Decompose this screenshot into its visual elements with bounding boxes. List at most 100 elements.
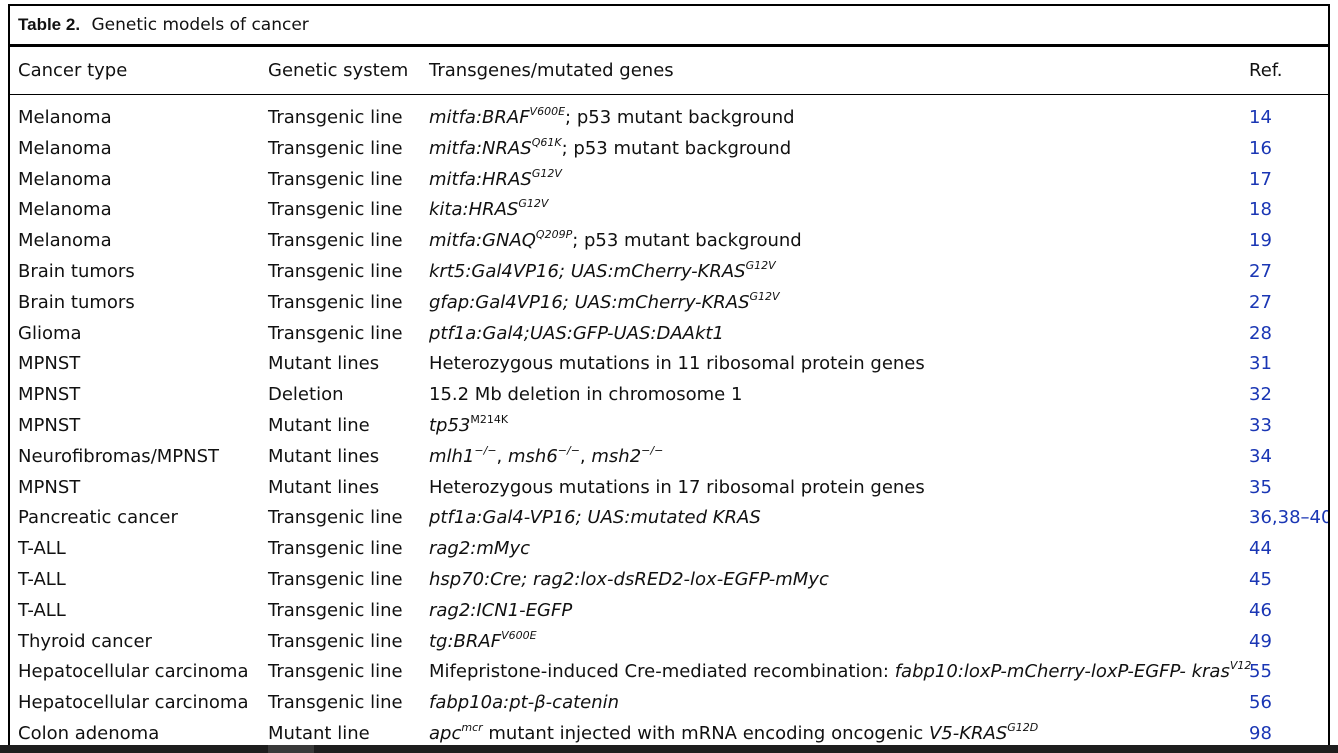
gene-text: rag2:mMyc [429,538,530,560]
cell-transgenes: fabp10a:pt-β-catenin [429,688,619,719]
cell-ref-link[interactable]: 45 [1249,568,1272,590]
cell-genetic-system: Transgenic line [268,630,403,652]
cell-transgenes: ptf1a:Gal4;UAS:GFP-UAS:DAAkt1 [429,319,724,350]
col-header-transgenes: Transgenes/mutated genes [429,60,674,81]
cell-ref-link[interactable]: 16 [1249,137,1272,159]
cell-ref-link[interactable]: 28 [1249,322,1272,344]
cell-genetic-system: Transgenic line [268,199,403,221]
cell-ref-link[interactable]: 36,38–40 [1249,507,1330,529]
cell-ref-link[interactable]: 18 [1249,199,1272,221]
cell-genetic-system: Transgenic line [268,137,403,159]
cell-transgenes: mitfa:HRASG12V [429,165,562,196]
gene-text: ptf1a:Gal4;UAS:GFP-UAS:DAAkt1 [429,322,724,344]
cell-transgenes: krt5:Gal4VP16; UAS:mCherry-KRASG12V [429,257,776,288]
gene-text: ptf1a:Gal4-VP16; UAS:mutated KRAS [429,507,761,529]
cell-ref-link[interactable]: 19 [1249,230,1272,252]
cell-ref-link[interactable]: 35 [1249,476,1272,498]
col-header-cancer-type: Cancer type [18,60,128,81]
cell-ref-link[interactable]: 32 [1249,384,1272,406]
cell-transgenes: mitfa:NRASQ61K; p53 mutant background [429,134,791,165]
cell-transgenes: ptf1a:Gal4-VP16; UAS:mutated KRAS [429,503,761,534]
bottom-scrollbar[interactable] [0,745,1338,753]
gene-text: Heterozygous mutations in 17 ribosomal p… [429,476,925,498]
gene-text: tp53 [429,414,471,436]
gene-text: tg:BRAF [429,630,502,652]
cell-cancer-type: Hepatocellular carcinoma [18,692,249,714]
gene-superscript: V600E [529,105,566,118]
gene-text: Mifepristone-induced Cre-mediated recomb… [429,661,895,683]
gene-superscript: G12V [745,258,776,272]
cell-transgenes: mitfa:BRAFV600E; p53 mutant background [429,103,795,134]
table-caption: Genetic models of cancer [91,15,309,35]
cell-ref-link[interactable]: 56 [1249,692,1272,714]
gene-text: mutant injected with mRNA encoding oncog… [482,722,929,744]
cell-cancer-type: Melanoma [18,137,112,159]
cell-cancer-type: Thyroid cancer [18,630,152,652]
cell-ref-link[interactable]: 34 [1249,445,1272,467]
cell-cancer-type: Colon adenoma [18,722,160,744]
col-header-ref: Ref. [1249,60,1283,81]
cell-cancer-type: Melanoma [18,199,112,221]
cell-cancer-type: T-ALL [18,538,66,560]
cell-transgenes: tp53M214K [429,411,508,442]
gene-text: rag2:ICN1-EGFP [429,599,573,621]
cell-genetic-system: Mutant lines [268,353,380,375]
cell-transgenes: 15.2 Mb deletion in chromosome 1 [429,380,742,411]
cell-transgenes: gfap:Gal4VP16; UAS:mCherry-KRASG12V [429,288,780,319]
cell-transgenes: Heterozygous mutations in 11 ribosomal p… [429,349,925,380]
gene-text: ; p53 mutant background [561,137,792,159]
cell-genetic-system: Transgenic line [268,661,403,683]
cell-cancer-type: Melanoma [18,168,112,190]
gene-text: gfap:Gal4VP16; UAS:mCherry-KRAS [429,291,750,313]
cell-transgenes: rag2:ICN1-EGFP [429,596,572,627]
cell-ref-link[interactable]: 14 [1249,107,1272,128]
gene-superscript: Q209P [535,228,573,242]
gene-superscript: Q61K [531,135,562,149]
gene-superscript: G12V [531,166,562,180]
cell-genetic-system: Mutant lines [268,476,380,498]
scrollbar-thumb[interactable] [268,745,314,753]
cell-ref-link[interactable]: 33 [1249,414,1272,436]
cell-cancer-type: MPNST [18,384,81,406]
table-row: Melanoma Transgenic line mitfa:NRASQ61K; p… [10,134,1328,165]
cell-cancer-type: MPNST [18,414,81,436]
gene-text: , [496,445,508,467]
col-header-genetic-system: Genetic system [268,60,409,81]
gene-text: ; p53 mutant background [565,107,795,128]
gene-superscript: −/− [557,443,580,457]
cell-ref-link[interactable]: 55 [1249,661,1272,683]
cell-ref-link[interactable]: 27 [1249,260,1272,282]
cell-genetic-system: Mutant lines [268,445,380,467]
cell-cancer-type: Brain tumors [18,291,135,313]
cell-transgenes: Mifepristone-induced Cre-mediated recomb… [429,657,1251,688]
cell-transgenes: mitfa:GNAQQ209P; p53 mutant background [429,226,802,257]
cell-ref-link[interactable]: 98 [1249,722,1272,744]
gene-text: ; p53 mutant background [572,230,802,252]
cell-ref-link[interactable]: 17 [1249,168,1272,190]
cell-ref-link[interactable]: 44 [1249,538,1272,560]
cell-cancer-type: Melanoma [18,230,112,252]
cell-genetic-system: Transgenic line [268,260,403,282]
cell-ref-link[interactable]: 31 [1249,353,1272,375]
cell-genetic-system: Transgenic line [268,168,403,190]
cell-genetic-system: Mutant line [268,722,370,744]
gene-text: krt5:Gal4VP16; UAS:mCherry-KRAS [429,260,746,282]
cell-genetic-system: Deletion [268,384,344,406]
cell-cancer-type: Glioma [18,322,82,344]
gene-text: msh6 [508,445,558,467]
gene-superscript: V600E [501,628,537,642]
cell-ref-link[interactable]: 49 [1249,630,1272,652]
table-row: Thyroid cancer Transgenic line tg:BRAFV600… [10,627,1328,658]
cell-cancer-type: Pancreatic cancer [18,507,178,529]
cell-ref-link[interactable]: 27 [1249,291,1272,313]
gene-superscript: −/− [474,443,497,457]
cell-transgenes: rag2:mMyc [429,534,530,565]
cell-ref-link[interactable]: 46 [1249,599,1272,621]
